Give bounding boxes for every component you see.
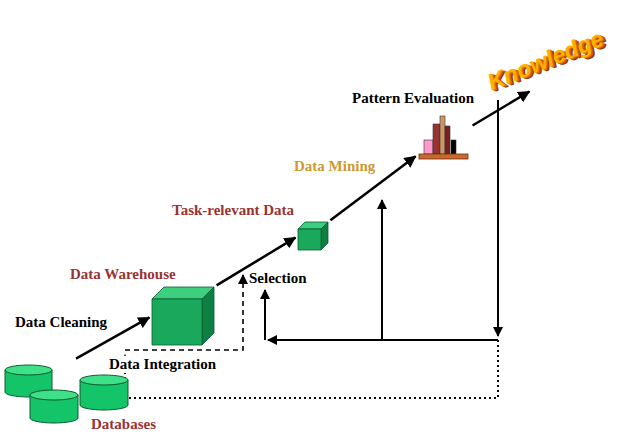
chart-bar (433, 124, 440, 154)
feedback-line (497, 100, 499, 336)
node-label: Task-relevant Data (172, 202, 294, 219)
data-cube (298, 222, 328, 250)
step-label: Data Cleaning (14, 314, 108, 331)
chart-bar (451, 140, 456, 154)
node-label: Pattern Evaluation (352, 90, 474, 107)
chart-bar (424, 140, 433, 154)
data-cube (152, 287, 214, 345)
node-label: Databases (91, 416, 156, 433)
cylinder-top (5, 365, 52, 375)
step-label: Data Integration (108, 356, 217, 373)
knowledge-holder: Knowledge (478, 30, 613, 90)
cube-side (202, 287, 214, 345)
node-label: Data Warehouse (70, 266, 176, 283)
chart-icon (418, 112, 470, 162)
cylinder-top (30, 390, 78, 400)
feedback-line (264, 290, 266, 340)
chart-base (419, 154, 468, 159)
cube-side (321, 222, 328, 250)
dashed-integration-line (125, 275, 243, 350)
chart-bar (440, 116, 445, 154)
step-label: Data Mining (293, 158, 376, 175)
process-node: Data Warehouse (68, 266, 218, 346)
cube-front (152, 299, 202, 345)
cylinder-top (80, 375, 128, 385)
cube-front (298, 229, 321, 250)
flow-arrow (473, 92, 530, 126)
process-node: Pattern Evaluation (352, 90, 498, 164)
step-label: Selection (248, 270, 308, 287)
process-node: Task-relevant Data (170, 200, 332, 252)
result-node: Knowledge (478, 30, 613, 90)
chart-bar (445, 126, 450, 154)
feedback-line (381, 200, 383, 340)
knowledge-title: Knowledge (484, 25, 607, 95)
